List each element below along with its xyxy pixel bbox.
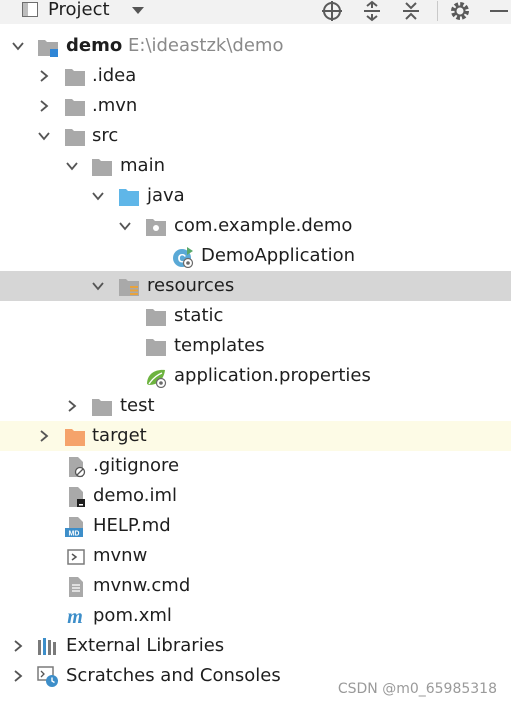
scratches-icon: [37, 666, 58, 687]
tree-row-external-libraries[interactable]: External Libraries: [0, 631, 511, 661]
chevron-right-icon[interactable]: [38, 100, 50, 112]
tree-row-gitignore[interactable]: .gitignore: [0, 451, 511, 481]
chevron-down-icon[interactable]: [66, 160, 78, 172]
tree-label-application-properties: application.properties: [174, 365, 371, 386]
chevron-down-icon[interactable]: [92, 280, 104, 292]
tree-label-static: static: [174, 305, 224, 326]
tree-row-mvnw-cmd[interactable]: mvnw.cmd: [0, 571, 511, 601]
tree-label-mvnw: mvnw: [93, 545, 148, 566]
source-folder-icon: [119, 189, 139, 206]
tree-label-pom-xml: pom.xml: [93, 605, 172, 626]
excluded-folder-icon: [65, 429, 85, 446]
module-folder-icon: [38, 40, 58, 57]
tree-label-external-libraries: External Libraries: [66, 635, 225, 656]
tree-label-demo-iml: demo.iml: [93, 485, 177, 506]
tree-label-mvn: .mvn: [92, 95, 138, 116]
tree-row-demo-application[interactable]: C DemoApplication: [0, 241, 511, 271]
tree-row-static[interactable]: static: [0, 301, 511, 331]
tree-row-help-md[interactable]: MD HELP.md: [0, 511, 511, 541]
tree-row-templates[interactable]: templates: [0, 331, 511, 361]
markdown-file-icon: MD: [65, 517, 83, 538]
resources-folder-icon: [119, 279, 139, 296]
tree-row-application-properties[interactable]: application.properties: [0, 361, 511, 391]
spring-properties-icon: [147, 369, 167, 388]
chevron-down-icon[interactable]: [12, 40, 24, 52]
tree-label-src: src: [92, 125, 119, 146]
folder-icon: [92, 399, 112, 416]
tree-label-resources: resources: [147, 275, 235, 296]
ignore-file-icon: [69, 457, 86, 478]
toolbar-separator: [437, 1, 438, 21]
library-icon: [38, 638, 56, 655]
tree-label-package: com.example.demo: [174, 215, 353, 236]
folder-icon: [92, 159, 112, 176]
expand-all-icon[interactable]: [361, 0, 383, 24]
chevron-right-icon[interactable]: [12, 670, 24, 682]
tree-row-mvnw[interactable]: mvnw: [0, 541, 511, 571]
dropdown-caret-icon[interactable]: [132, 7, 144, 14]
tree-row-package[interactable]: com.example.demo: [0, 211, 511, 241]
tree-row-scratches[interactable]: Scratches and Consoles: [0, 661, 511, 691]
folder-icon: [146, 309, 166, 326]
tree-label-templates: templates: [174, 335, 265, 356]
package-icon: [146, 219, 166, 236]
hide-icon[interactable]: [488, 0, 510, 22]
tree-row-pom-xml[interactable]: m pom.xml: [0, 601, 511, 631]
watermark: CSDN @m0_65985318: [337, 681, 497, 697]
tree-label-demo-application: DemoApplication: [201, 245, 356, 266]
chevron-right-icon[interactable]: [12, 640, 24, 652]
tree-label-scratches: Scratches and Consoles: [66, 665, 281, 686]
spring-boot-class-icon: C: [173, 247, 194, 268]
tree-row-main[interactable]: main: [0, 151, 511, 181]
locate-icon[interactable]: [320, 0, 344, 24]
tree-label-test: test: [120, 395, 155, 416]
tree-label-mvnw-cmd: mvnw.cmd: [93, 575, 191, 596]
tree-row-java[interactable]: java: [0, 181, 511, 211]
chevron-right-icon[interactable]: [66, 400, 78, 412]
tree-row-src[interactable]: src: [0, 121, 511, 151]
collapse-all-icon[interactable]: [400, 0, 422, 24]
tree-row-target[interactable]: target: [0, 421, 511, 451]
shell-file-icon: [67, 549, 85, 565]
project-icon: [22, 2, 38, 17]
tree-row-idea[interactable]: .idea: [0, 61, 511, 91]
tree-row-demo-iml[interactable]: demo.iml: [0, 481, 511, 511]
tree-label-gitignore: .gitignore: [93, 455, 180, 476]
tree-label-idea: .idea: [92, 65, 137, 86]
chevron-right-icon[interactable]: [38, 430, 50, 442]
folder-icon: [65, 99, 85, 116]
svg-text:MD: MD: [69, 531, 80, 538]
module-file-icon: [69, 487, 85, 507]
folder-icon: [65, 69, 85, 86]
svg-text:C: C: [178, 252, 187, 266]
folder-icon: [146, 339, 166, 356]
maven-file-icon: m: [67, 606, 83, 628]
gear-icon[interactable]: [449, 0, 471, 22]
chevron-right-icon[interactable]: [38, 70, 50, 82]
chevron-down-icon[interactable]: [92, 190, 104, 202]
tree-label-target: target: [92, 425, 147, 446]
text-file-icon: [69, 577, 83, 597]
project-toolbar: Project: [0, 0, 511, 24]
chevron-down-icon[interactable]: [38, 130, 50, 142]
panel-title[interactable]: Project: [48, 0, 110, 20]
tree-path-demo: E:\ideastzk\demo: [128, 35, 284, 56]
tree-label-help-md: HELP.md: [93, 515, 171, 536]
tree-label-java: java: [147, 185, 185, 206]
tree-row-mvn[interactable]: .mvn: [0, 91, 511, 121]
tree-label-demo: demo: [66, 35, 123, 56]
folder-icon: [65, 129, 85, 146]
svg-text:m: m: [67, 606, 83, 628]
chevron-down-icon[interactable]: [119, 220, 131, 232]
tree-row-resources[interactable]: resources: [0, 271, 511, 301]
tree-row-test[interactable]: test: [0, 391, 511, 421]
tree-label-main: main: [120, 155, 165, 176]
tree-row-demo[interactable]: demo E:\ideastzk\demo: [0, 31, 511, 61]
